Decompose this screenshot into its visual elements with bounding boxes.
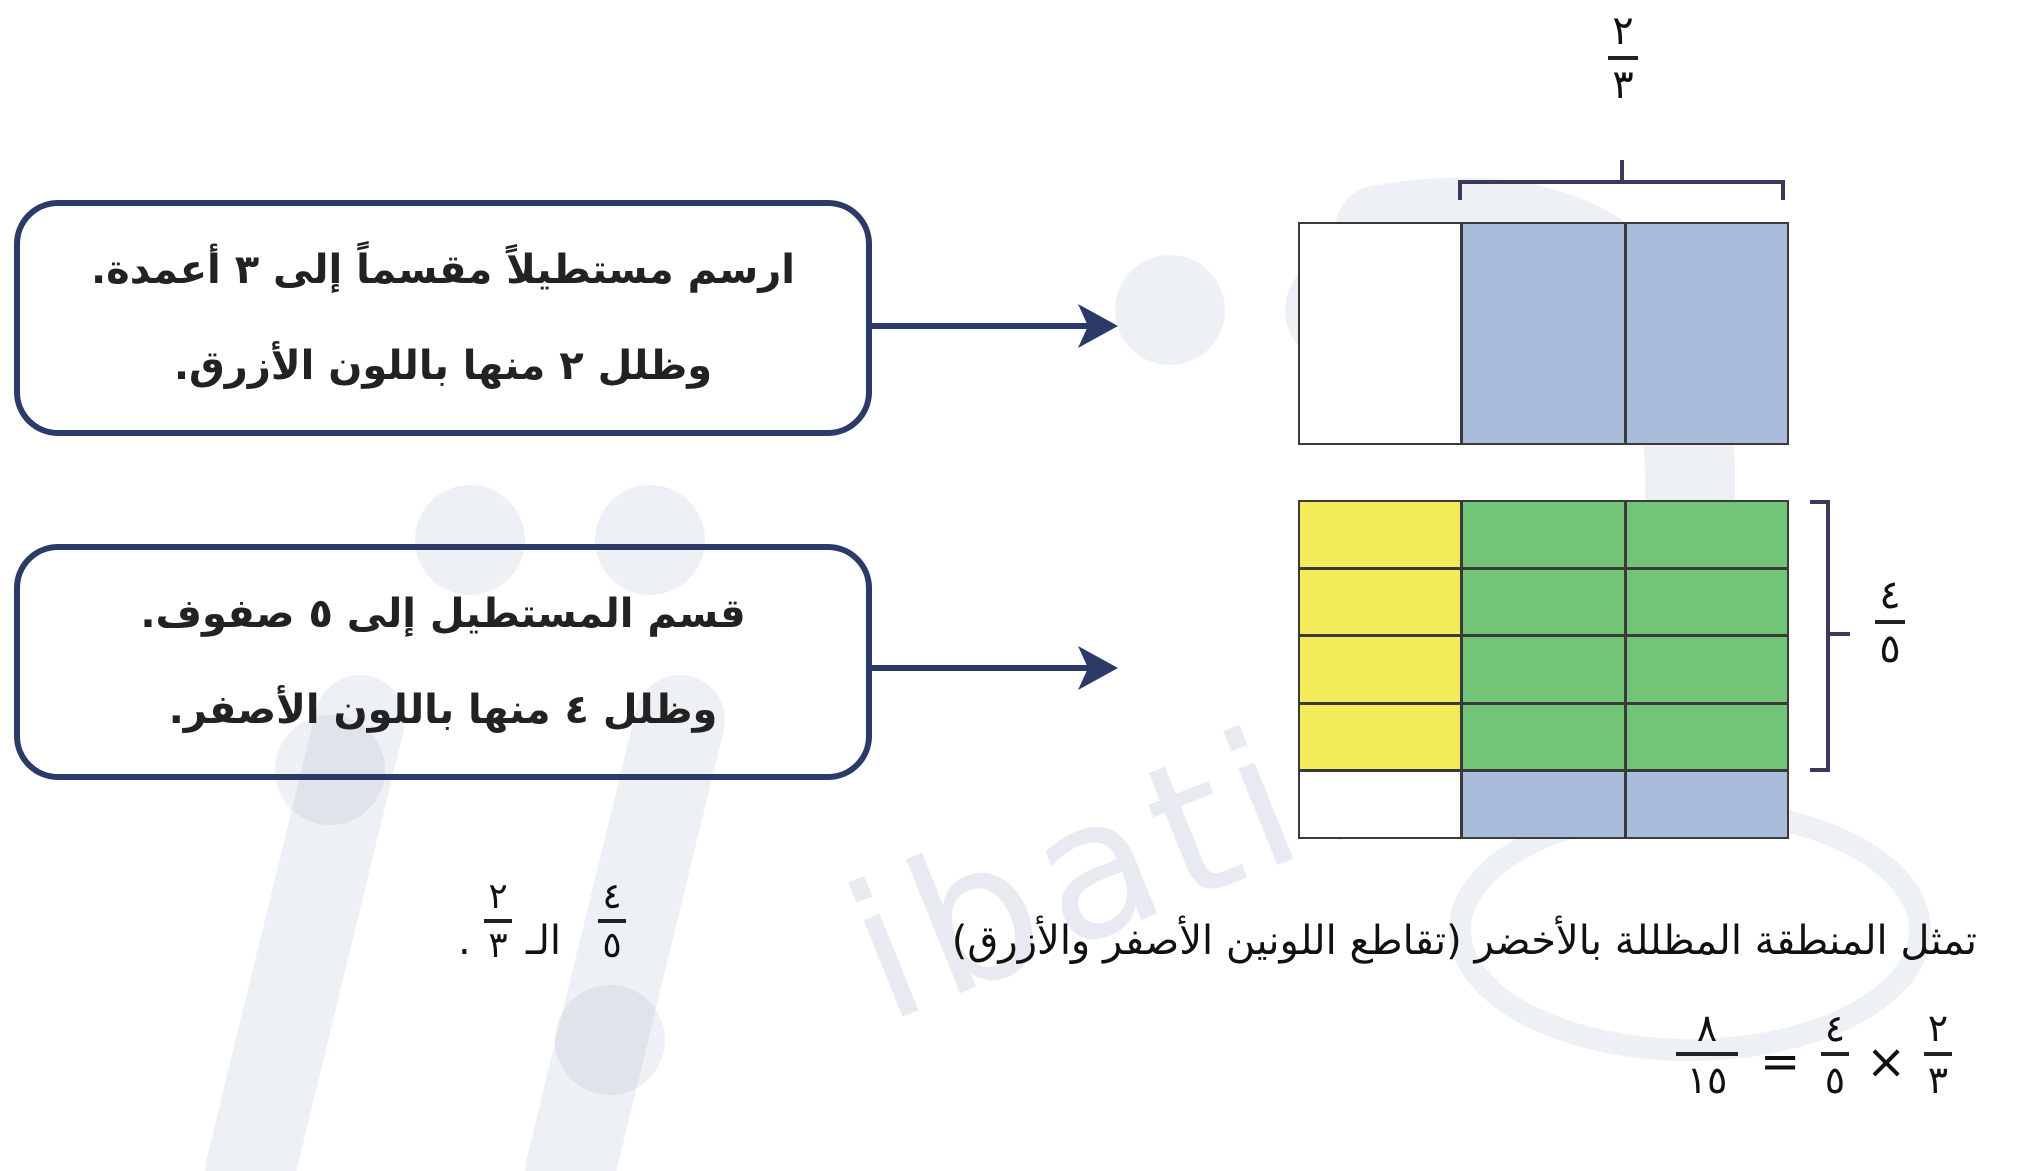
caption-connector: الـ xyxy=(526,918,562,964)
top-fraction: ٢ ٣ xyxy=(1603,8,1643,108)
arrow-bottom xyxy=(872,646,1118,690)
fraction-denominator: ٣ xyxy=(488,925,508,966)
grid-cell-green xyxy=(1461,567,1626,637)
caption-fraction-a: ٤ ٥ xyxy=(592,876,632,966)
arrow-top xyxy=(872,304,1118,348)
grid-cell-green xyxy=(1624,702,1789,772)
caption-fraction-b: ٢ ٣ xyxy=(478,876,518,966)
grid-cell-blue xyxy=(1461,770,1626,839)
fraction-bar xyxy=(1821,1052,1849,1056)
top-rectangle xyxy=(1298,222,1789,445)
grid-cell-green xyxy=(1461,635,1626,704)
equation-f2: ٤ ٥ xyxy=(1815,1006,1855,1102)
instruction-box-rows: قسم المستطيل إلى ٥ صفوف. وظلل ٤ منها بال… xyxy=(14,544,872,780)
grid-cell-yellow xyxy=(1298,635,1463,704)
fraction-numerator: ٤ xyxy=(1824,1006,1846,1050)
instruction-box-columns: ارسم مستطيلاً مقسماً إلى ٣ أعمدة. وظلل ٢… xyxy=(14,200,872,436)
fraction-denominator: ٣ xyxy=(1612,62,1634,108)
grid-cell-blue xyxy=(1624,222,1789,445)
side-fraction: ٤ ٥ xyxy=(1870,572,1910,672)
fraction-denominator: ٣ xyxy=(1927,1058,1949,1102)
brace-side xyxy=(1810,500,1850,772)
fraction-numerator: ٢ xyxy=(1927,1006,1949,1050)
brace-top xyxy=(1458,160,1785,200)
grid-cell-blue xyxy=(1461,222,1626,445)
fraction-bar xyxy=(1924,1052,1952,1056)
caption-text: تمثل المنطقة المظللة بالأخضر (تقاطع اللو… xyxy=(951,918,1977,964)
fraction-bar xyxy=(1608,56,1638,60)
grid-cell-blue xyxy=(1624,770,1789,839)
instruction-line: قسم المستطيل إلى ٥ صفوف. xyxy=(140,591,746,637)
times-sign: × xyxy=(1866,1034,1907,1090)
equals-sign: = xyxy=(1760,1034,1801,1090)
fraction-numerator: ٢ xyxy=(488,876,508,917)
fraction-numerator: ٤ xyxy=(1879,572,1901,618)
bottom-rectangle xyxy=(1298,500,1789,839)
instruction-line: وظلل ٤ منها باللون الأصفر. xyxy=(168,687,718,733)
grid-cell-green xyxy=(1624,500,1789,569)
fraction-numerator: ٢ xyxy=(1612,8,1634,54)
grid-cell-green xyxy=(1461,702,1626,772)
grid-cell-yellow xyxy=(1298,500,1463,569)
fraction-denominator: ٥ xyxy=(1824,1058,1846,1102)
equation-f1: ٢ ٣ xyxy=(1918,1006,1958,1102)
fraction-bar xyxy=(484,919,512,923)
grid-cell-yellow xyxy=(1298,702,1463,772)
grid-cell-white xyxy=(1298,222,1463,445)
grid-cell-green xyxy=(1461,500,1626,569)
grid-cell-white xyxy=(1298,770,1463,839)
fraction-bar xyxy=(1875,620,1905,624)
instruction-line: وظلل ٢ منها باللون الأزرق. xyxy=(173,343,713,389)
fraction-denominator: ٥ xyxy=(602,925,622,966)
caption-period: . xyxy=(458,918,471,964)
fraction-denominator: ٥ xyxy=(1879,626,1901,672)
fraction-denominator: ١٥ xyxy=(1686,1058,1728,1102)
equation-result: ٨ ١٥ xyxy=(1672,1006,1742,1102)
instruction-line: ارسم مستطيلاً مقسماً إلى ٣ أعمدة. xyxy=(90,247,796,293)
grid-cell-yellow xyxy=(1298,567,1463,637)
grid-cell-green xyxy=(1624,567,1789,637)
fraction-bar xyxy=(1676,1052,1738,1056)
fraction-numerator: ٨ xyxy=(1696,1006,1718,1050)
fraction-numerator: ٤ xyxy=(602,876,622,917)
fraction-bar xyxy=(598,919,626,923)
grid-cell-green xyxy=(1624,635,1789,704)
